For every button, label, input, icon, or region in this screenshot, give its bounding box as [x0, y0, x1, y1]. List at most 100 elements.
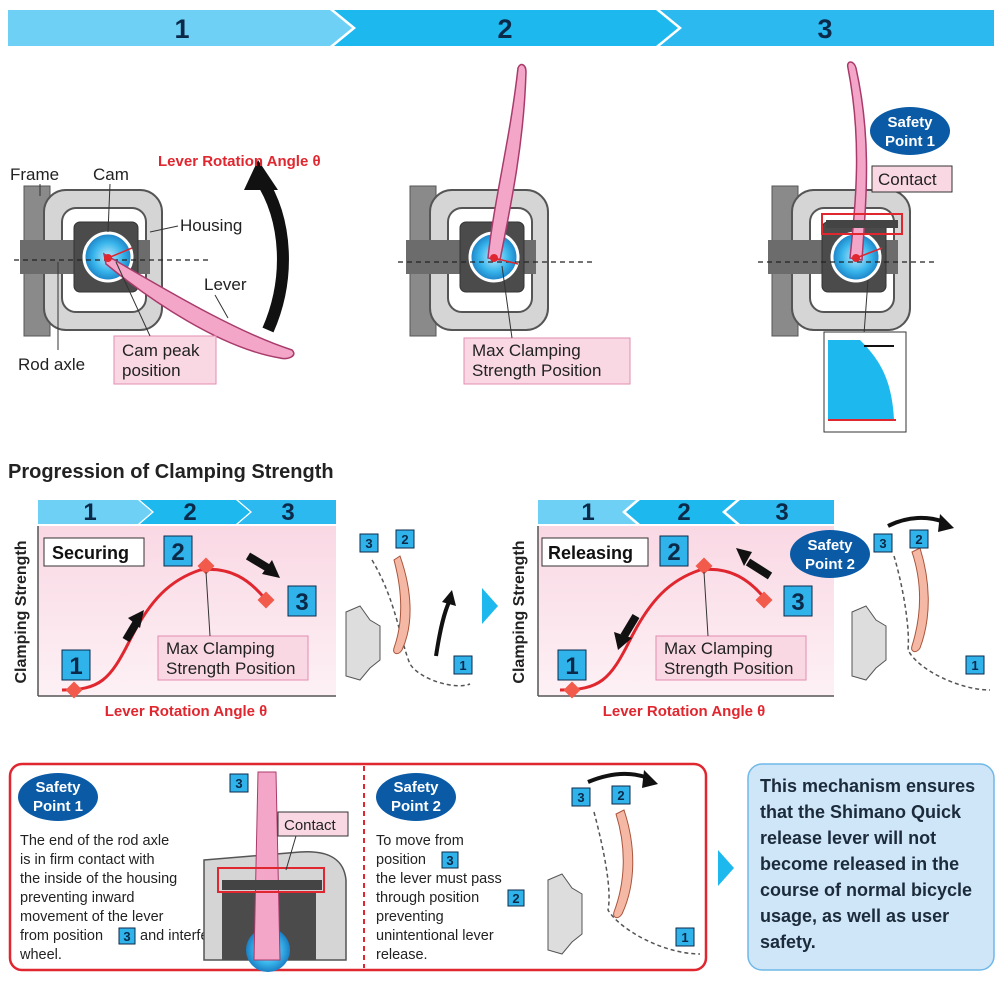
- cam-leader: [107, 183, 111, 233]
- graph-left-side-badge-3: [359, 533, 379, 553]
- max-clamping-top-line1: Max Clamping: [472, 341, 581, 360]
- graph-right-step-3: [726, 500, 834, 524]
- max-clamping-top-line2: Strength Position: [472, 361, 601, 380]
- safety-point-2-text-line6: unintentional lever: [376, 928, 494, 944]
- sp2-lever-dashed: [593, 811, 701, 955]
- safety-point-2-badge-graph: [790, 530, 870, 578]
- graph-right-xlabel: Lever Rotation Angle θ: [603, 703, 766, 720]
- safety-point-1-text-line1: The end of the rod axle: [20, 833, 169, 849]
- graph-right-title-box: [541, 537, 649, 567]
- info-line-5: course of normal bicycle: [760, 880, 972, 900]
- graph-right-max-line1: Max Clamping: [664, 639, 773, 658]
- graph-left-max-box: [157, 635, 309, 681]
- info-line-6: usage, as well as user: [760, 906, 949, 926]
- graph-left-step-2: [140, 500, 250, 524]
- safety-point-2-text-line1: To move from: [376, 833, 464, 849]
- rotation-arrowhead: [244, 160, 278, 190]
- safety-point-1-text-line5: movement of the lever: [20, 909, 164, 925]
- graph-left-point-1: [65, 681, 83, 699]
- graph-left-curve: [61, 567, 268, 692]
- info-line-1: This mechanism ensures: [760, 776, 975, 796]
- safety-point-1-top-line1: Safety: [887, 114, 933, 131]
- info-box-frame: [747, 763, 995, 971]
- cam-label: Cam: [93, 165, 129, 184]
- graph-left-wheel-hub: [345, 605, 381, 681]
- graph-left-step-1-label: 1: [83, 499, 96, 526]
- graph-right-badge-1: [557, 649, 587, 681]
- graph-left-rotation-arrow: [434, 599, 452, 657]
- graph-left-up-arrowhead: [128, 610, 144, 628]
- step-3-chevron: [660, 10, 994, 46]
- sp2-lever-pink: [613, 809, 634, 919]
- graph-left-side-badge-1-label: 1: [459, 658, 466, 673]
- safety-point-2-text-line5: preventing: [376, 909, 444, 925]
- housing-leader: [149, 225, 179, 233]
- safety-point-2-text-line4: through position: [376, 890, 479, 906]
- safety-point-2-text-line2: position: [376, 852, 426, 868]
- sp1-contact-highlight: [217, 867, 325, 893]
- safety-point-1-inline-badge-label: 3: [123, 929, 130, 944]
- sp2-side-badge-2-label: 2: [617, 788, 624, 803]
- graph-left-side-badge-2-label: 2: [401, 532, 408, 547]
- sp2-side-badge-2: [611, 785, 631, 805]
- safety-point-2-graph-line2: Point 2: [805, 556, 855, 573]
- graph-left-badge-3: [287, 585, 317, 617]
- graph-left-badge-1-label: 1: [69, 653, 82, 680]
- contact-label-top: Contact: [878, 170, 937, 189]
- graph-left-max-line2: Strength Position: [166, 659, 295, 678]
- graph-left-xlabel: Lever Rotation Angle θ: [105, 703, 268, 720]
- contact-plate: [826, 220, 898, 228]
- graph-left-badge-2: [163, 535, 193, 567]
- graph-left-badge-2-label: 2: [171, 539, 184, 566]
- graph-right-side-badge-1: [965, 655, 985, 675]
- info-box: This mechanism ensures that the Shimano …: [747, 763, 995, 971]
- graph-left-down-arrowhead: [262, 560, 280, 578]
- graph-securing: 1 2 3 Clamping Strength Lever Rotation A…: [13, 499, 473, 720]
- graph-right-max-line2: Strength Position: [664, 659, 793, 678]
- safety-point-1-text-line6: from position: [20, 928, 103, 944]
- graph-left-point-2: [197, 557, 215, 575]
- sp1-image-badge-label: 3: [235, 776, 242, 791]
- step-2-label: 2: [497, 14, 512, 44]
- graph-right-step-2: [626, 500, 736, 524]
- graph-left-side-badge-3-label: 3: [365, 536, 372, 551]
- info-line-3: release lever will not: [760, 828, 936, 848]
- cam-peak-line2: position: [122, 361, 181, 380]
- step-1-chevron: [8, 10, 352, 46]
- safety-point-1-badge-bottom: [18, 773, 98, 821]
- max-clamping-box-top: [463, 337, 631, 385]
- sp2-wheel-hub: [547, 873, 583, 955]
- safety-point-2-badge-b: [507, 889, 525, 907]
- graph-left-rotation-arrowhead: [442, 590, 456, 606]
- sp1-contact-leader: [285, 835, 297, 871]
- graph-right-step-3-label: 3: [775, 499, 788, 526]
- safety-point-1-badge-top: [870, 107, 950, 155]
- graph-left-point-3: [257, 591, 275, 609]
- graph-right-side-badge-2-label: 2: [915, 532, 922, 547]
- graph-right-down-arrow: [620, 613, 640, 639]
- graph-right-badge-1-label: 1: [565, 653, 578, 680]
- graph-right-max-box: [655, 635, 807, 681]
- graph-left-down-arrow: [245, 552, 271, 572]
- graph-right-wheel-hub: [851, 605, 887, 681]
- section-title: Progression of Clamping Strength: [8, 461, 334, 483]
- graph-right-point-1: [563, 681, 581, 699]
- lever-leader: [214, 294, 229, 319]
- safety-box-frame: [8, 762, 708, 972]
- info-line-7: safety.: [760, 932, 816, 952]
- sp2-side-badge-3-label: 3: [577, 790, 584, 805]
- graph-left-title-box: [43, 537, 145, 567]
- rod-axle-label: Rod axle: [18, 355, 85, 374]
- graph-right-step-1-label: 1: [581, 499, 594, 526]
- graph-left-badge-3-label: 3: [295, 589, 308, 616]
- step-1-label: 1: [174, 14, 189, 44]
- graph-right-up-arrowhead: [736, 548, 752, 566]
- safety-point-2-badge-bottom: [376, 773, 456, 821]
- graph-right-badge-3: [783, 585, 813, 617]
- zoom-leader: [863, 279, 869, 335]
- mechanism-step-2: Max Clamping Strength Position: [398, 63, 631, 385]
- safety-point-1-inline-badge: [118, 927, 136, 945]
- cam-peak-line: [107, 247, 133, 259]
- cam-peak-line-2: [493, 257, 519, 265]
- graph-right-curve: [559, 567, 768, 692]
